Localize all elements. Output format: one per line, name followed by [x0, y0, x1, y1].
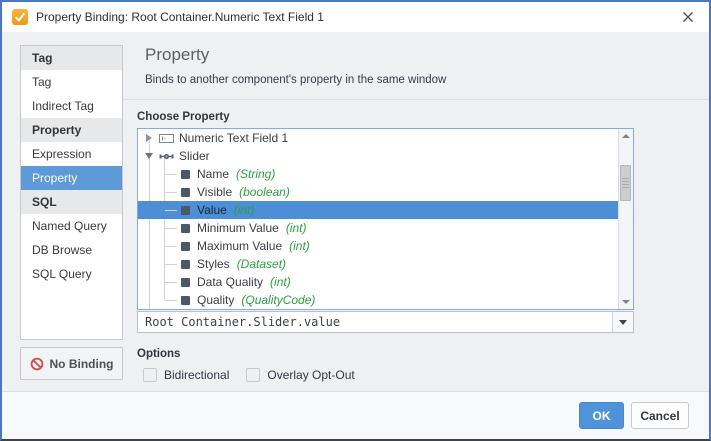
property-square-icon [181, 277, 190, 287]
sidebar-item-indirect-tag[interactable]: Indirect Tag [32, 99, 94, 113]
binding-type-sidebar: Tag Tag Indirect Tag Property Expression… [2, 32, 123, 391]
property-square-icon [181, 259, 190, 269]
cancel-button[interactable]: Cancel [631, 402, 689, 429]
sidebar-header-tag: Tag [21, 46, 122, 70]
binding-description: Binds to another component's property in… [145, 74, 447, 86]
property-type: (int) [285, 221, 307, 235]
sidebar-item-tag[interactable]: Tag [32, 75, 52, 89]
tree-node-maximum-value[interactable]: Maximum Value (int) [138, 237, 618, 255]
no-binding-label: No Binding [49, 356, 114, 371]
main-panel: Property Binds to another component's pr… [123, 32, 709, 391]
close-icon[interactable] [677, 6, 699, 28]
titlebar: Property Binding: Root Container.Numeric… [2, 2, 709, 32]
page-title: Property [145, 45, 210, 64]
overlay-opt-out-checkbox[interactable]: Overlay Opt-Out [246, 368, 355, 382]
property-square-icon [181, 187, 190, 197]
tree-scrollbar[interactable] [618, 129, 633, 309]
property-type: (int) [289, 239, 310, 253]
property-type: (int) [270, 275, 291, 289]
window-title: Property Binding: Root Container.Numeric… [36, 10, 324, 24]
tree-node-slider[interactable]: Slider [138, 147, 618, 165]
tree-node-value-selected[interactable]: Value (int) [138, 201, 618, 219]
scrollbar-thumb[interactable] [620, 165, 631, 201]
sidebar-item-named-query[interactable]: Named Query [32, 219, 107, 233]
binding-header: Property Binds to another component's pr… [123, 32, 709, 100]
tree-node-minimum-value[interactable]: Minimum Value (int) [138, 219, 618, 237]
property-path-field[interactable]: Root Container.Slider.value [137, 311, 634, 333]
tree-node-label: Slider [179, 149, 210, 163]
property-path-value[interactable]: Root Container.Slider.value [145, 315, 341, 329]
tree-node-label: Numeric Text Field 1 [179, 131, 289, 145]
property-type: (String) [236, 167, 276, 181]
property-square-icon [181, 295, 190, 305]
binding-type-list: Tag Tag Indirect Tag Property Expression… [20, 45, 123, 340]
property-square-icon [181, 205, 190, 215]
choose-property-label: Choose Property [137, 111, 230, 123]
property-square-icon [181, 169, 190, 179]
tree-node-quality[interactable]: Quality (QualityCode) [138, 291, 618, 309]
ok-button[interactable]: OK [579, 402, 624, 429]
bidirectional-checkbox[interactable]: Bidirectional [143, 368, 229, 382]
scroll-down-icon[interactable] [619, 295, 633, 309]
property-type: (boolean) [239, 185, 290, 199]
tree-node-visible[interactable]: Visible (boolean) [138, 183, 618, 201]
bidirectional-label: Bidirectional [164, 368, 230, 382]
sidebar-item-sql-query[interactable]: SQL Query [32, 267, 92, 281]
no-binding-icon [30, 357, 44, 371]
expand-expanded-icon[interactable] [143, 153, 155, 159]
sidebar-item-db-browse[interactable]: DB Browse [32, 243, 93, 257]
scroll-up-icon[interactable] [619, 129, 633, 143]
dialog-footer: OK Cancel [2, 391, 709, 439]
property-type: (QualityCode) [241, 293, 316, 307]
tree-node-styles[interactable]: Styles (Dataset) [138, 255, 618, 273]
sidebar-header-property: Property [21, 118, 122, 142]
checkbox-unchecked[interactable] [143, 368, 157, 382]
property-type: (Dataset) [236, 257, 287, 271]
binding-check-icon [12, 9, 28, 25]
numeric-text-field-icon [158, 133, 174, 144]
tree-guide-line [149, 138, 150, 309]
dropdown-arrow-icon[interactable] [612, 312, 633, 332]
tree-node-name[interactable]: Name (String) [138, 165, 618, 183]
checkbox-unchecked[interactable] [246, 368, 261, 382]
tree-node-numeric-text-field[interactable]: Numeric Text Field 1 [138, 129, 618, 147]
property-square-icon [181, 241, 190, 251]
tree-guide-line [164, 156, 165, 300]
property-tree: Numeric Text Field 1 Slider Name [137, 128, 634, 310]
property-square-icon [181, 223, 190, 233]
overlay-opt-out-label: Overlay Opt-Out [267, 368, 355, 382]
property-type: (int) [233, 203, 255, 217]
options-label: Options [137, 348, 181, 360]
slider-icon [158, 151, 174, 162]
sidebar-item-property[interactable]: Property [21, 166, 122, 190]
sidebar-item-expression[interactable]: Expression [32, 147, 92, 161]
sidebar-header-sql: SQL [21, 190, 122, 214]
expand-collapsed-icon[interactable] [143, 134, 155, 142]
no-binding-button[interactable]: No Binding [20, 347, 123, 380]
tree-node-data-quality[interactable]: Data Quality (int) [138, 273, 618, 291]
